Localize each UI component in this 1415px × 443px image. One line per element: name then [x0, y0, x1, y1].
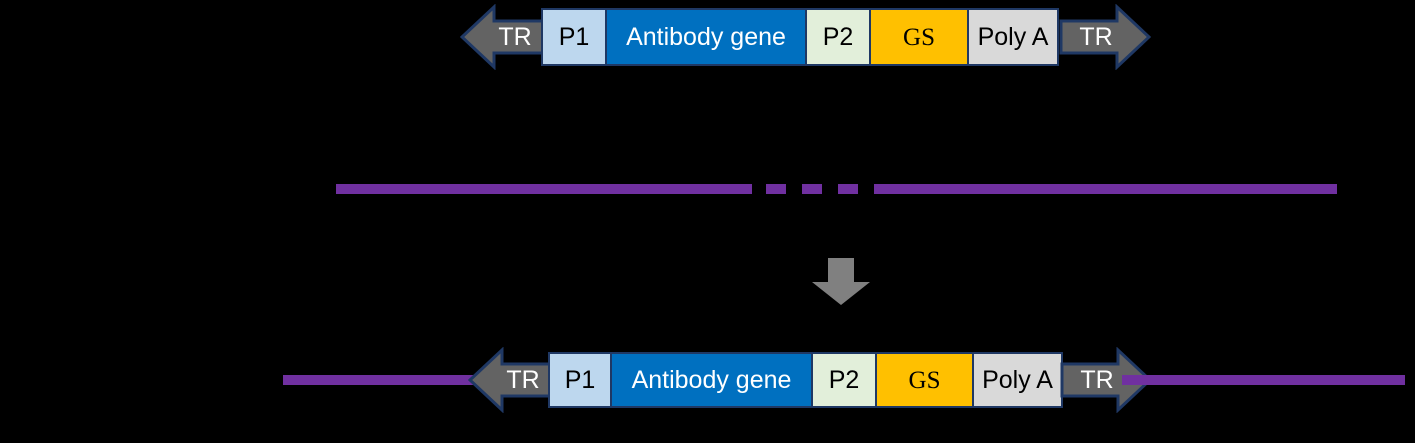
segment-gs: GS [869, 8, 969, 66]
dna-dash-2 [802, 184, 822, 194]
segment-gs: GS [875, 352, 974, 408]
bottom-dna-left [283, 375, 478, 385]
bottom-cassette-boxes: P1 Antibody gene P2 GS Poly A [548, 352, 1063, 408]
segment-gs-label: GS [908, 366, 941, 394]
top-left-tr-arrow: TR [460, 4, 552, 70]
dna-solid-right [874, 184, 1337, 194]
tr-label: TR [1079, 22, 1113, 51]
segment-antibody-gene: Antibody gene [610, 352, 813, 408]
segment-polya-label: Poly A [977, 22, 1049, 51]
segment-p1-label: P1 [558, 22, 590, 51]
segment-p1-label: P1 [564, 365, 596, 394]
bottom-left-tr-arrow: TR [468, 347, 560, 413]
segment-p2-label: P2 [828, 365, 860, 394]
segment-polya-label: Poly A [982, 365, 1053, 394]
arrow-right-icon [1060, 347, 1152, 413]
segment-gs-label: GS [903, 23, 935, 51]
segment-p1: P1 [541, 8, 607, 66]
segment-polya: Poly A [967, 8, 1059, 66]
top-cassette-boxes: P1 Antibody gene P2 GS Poly A [541, 8, 1059, 66]
segment-polya: Poly A [972, 352, 1063, 408]
segment-antibody-gene-label: Antibody gene [631, 365, 792, 394]
tr-label: TR [1080, 365, 1114, 394]
bottom-right-tr-arrow: TR [1060, 347, 1152, 413]
segment-p2-label: P2 [822, 22, 854, 51]
dna-dash-3 [838, 184, 858, 194]
dna-solid-left [336, 184, 752, 194]
segment-p2: P2 [811, 352, 877, 408]
segment-antibody-gene-label: Antibody gene [626, 22, 786, 51]
segment-p1: P1 [548, 352, 612, 408]
arrow-right-icon [1059, 4, 1151, 70]
segment-p2: P2 [805, 8, 871, 66]
integration-step-arrow [811, 258, 871, 306]
tr-label: TR [498, 22, 532, 51]
bottom-dna-right [1122, 375, 1405, 385]
dna-dash-1 [766, 184, 786, 194]
segment-antibody-gene: Antibody gene [605, 8, 807, 66]
down-arrow-icon [812, 258, 870, 305]
top-right-tr-arrow: TR [1059, 4, 1151, 70]
tr-label: TR [506, 365, 540, 394]
